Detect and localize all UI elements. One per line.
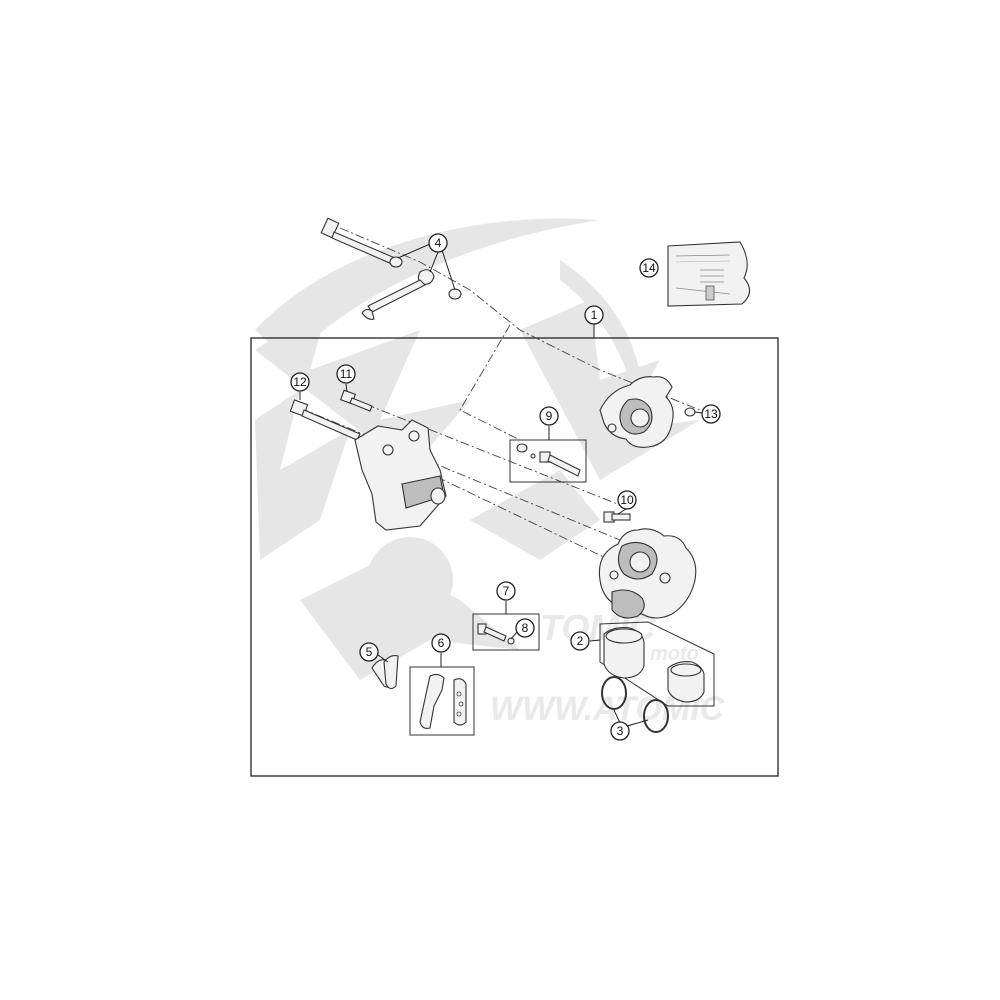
- leader-3b: [626, 719, 649, 727]
- leader-11: [345, 383, 348, 393]
- svg-text:5: 5: [366, 645, 373, 659]
- subbox-2: [599, 621, 715, 707]
- svg-text:13: 13: [704, 407, 718, 421]
- slide-pin-kit: [516, 443, 581, 477]
- pin-bolt-assembly: [320, 217, 462, 320]
- bolt-10: [603, 511, 631, 523]
- callout-5: 5: [359, 642, 379, 662]
- callout-10: 10: [617, 490, 637, 510]
- callout-8: 8: [515, 618, 535, 638]
- svg-text:10: 10: [620, 493, 634, 507]
- pad-spring: [371, 655, 399, 690]
- callout-11: 11: [336, 364, 356, 384]
- svg-text:14: 14: [642, 261, 656, 275]
- callout-9: 9: [539, 406, 559, 426]
- subbox-6: [409, 666, 475, 736]
- pistons: [603, 627, 705, 703]
- callout-7: 7: [496, 581, 516, 601]
- piston-seals: [601, 676, 669, 733]
- callout-6: 6: [431, 633, 451, 653]
- svg-text:9: 9: [546, 409, 553, 423]
- caliper-body: [598, 528, 697, 619]
- leader-4a: [397, 243, 431, 259]
- svg-text:4: 4: [435, 236, 442, 250]
- svg-text:6: 6: [438, 636, 445, 650]
- brake-pads: [419, 673, 467, 729]
- callout-12: 12: [290, 372, 310, 392]
- leader-13: [694, 411, 703, 414]
- leader-4c: [441, 249, 456, 291]
- leader-8: [510, 631, 518, 640]
- svg-text:7: 7: [503, 584, 510, 598]
- svg-text:1: 1: [591, 308, 598, 322]
- callout-1: 1: [584, 305, 604, 325]
- svg-text:12: 12: [293, 375, 307, 389]
- bleeder-screw-kit: [477, 623, 515, 645]
- bolt-11: [339, 389, 373, 412]
- svg-text:8: 8: [522, 621, 529, 635]
- callout-14: 14: [639, 258, 659, 278]
- subbox-9: [509, 439, 587, 483]
- assembly-frame: [250, 337, 779, 777]
- callout-2: 2: [570, 631, 590, 651]
- leader-2: [589, 639, 601, 642]
- watermark-sub: moto: [650, 643, 699, 665]
- callout-3: 3: [610, 721, 630, 741]
- caliper-housing-top: [599, 376, 696, 448]
- leader-4b: [429, 251, 439, 273]
- svg-text:2: 2: [577, 634, 584, 648]
- watermark-logo: TOMIC moto WWW.ATOMIC: [255, 218, 725, 728]
- instruction-sheet: [667, 241, 751, 307]
- caliper-bracket: [354, 419, 447, 531]
- leader-10: [617, 508, 627, 515]
- svg-text:3: 3: [617, 724, 624, 738]
- svg-text:11: 11: [340, 367, 353, 381]
- callout-4: 4: [428, 233, 448, 253]
- leader-3a: [613, 709, 621, 724]
- leader-5: [377, 654, 389, 663]
- callout-13: 13: [701, 404, 721, 424]
